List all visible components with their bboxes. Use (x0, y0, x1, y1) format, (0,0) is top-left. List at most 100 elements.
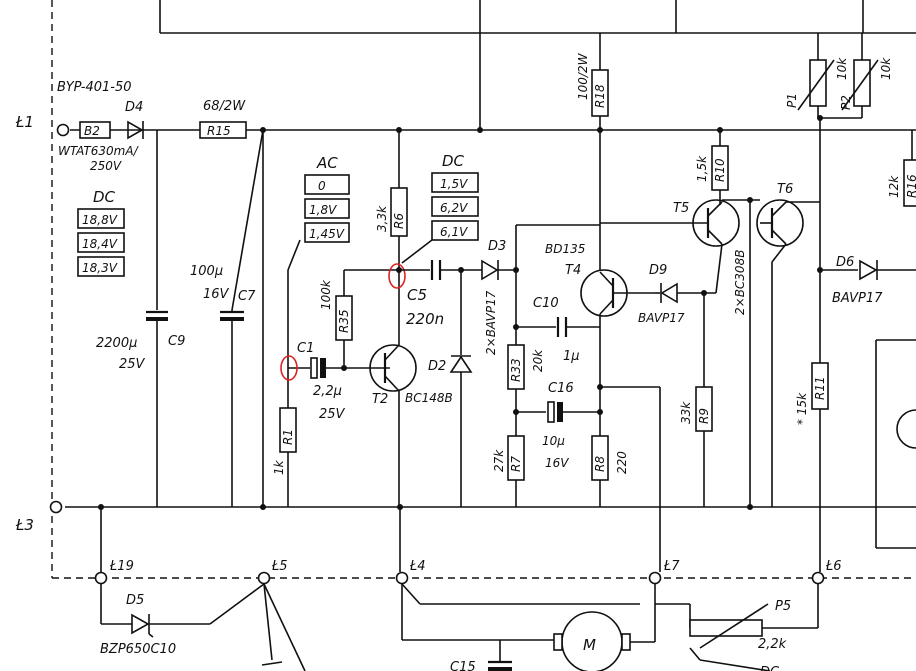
r9-label: R9 (697, 408, 711, 424)
left-dc-value-2: 18,4V (82, 237, 118, 251)
fuse-type-label: BYP-401-50 (57, 80, 132, 95)
r9-value-label: 33k (679, 401, 693, 424)
diode-d4 (127, 120, 144, 140)
terminal-t1[interactable] (56, 123, 70, 137)
t56-type-label: 2×BC308B (733, 250, 747, 315)
d3-label: D3 (488, 239, 506, 254)
dc-value-3: 6,1V (440, 225, 468, 239)
dc-title: DC (442, 152, 465, 170)
dc-box-1 (431, 172, 479, 193)
ac-value-3: 1,45V (309, 227, 345, 241)
capacitor-c1 (310, 357, 318, 379)
terminal-t4[interactable] (395, 571, 409, 585)
d6-label: D6 (836, 255, 854, 270)
r15-value-label: 68/2W (203, 99, 246, 114)
ac-title: AC (316, 154, 338, 172)
c1-value-label: 2,2µ (313, 384, 342, 399)
d2-label: D2 (428, 359, 446, 374)
c9-value-label: 2200µ (96, 336, 137, 351)
c5-value-label: 220n (406, 310, 444, 328)
r15-label: R15 (207, 124, 231, 138)
diode-d6 (859, 259, 878, 281)
p5-label: P5 (775, 599, 791, 614)
r11-value-label: * 15k (795, 392, 809, 425)
c9-voltage-label: 25V (119, 357, 146, 372)
left-dc-value-1: 18,8V (82, 213, 118, 227)
p5-value-label: 2,2k (758, 637, 787, 652)
r8-label: R8 (593, 456, 607, 472)
r1-value-label: 1k (272, 459, 286, 475)
capacitor-c16 (547, 401, 555, 423)
c10-label: C10 (533, 296, 559, 311)
left-dc-value-3: 18,3V (82, 261, 118, 275)
zener-d5 (131, 613, 150, 635)
terminal-t3[interactable] (49, 500, 63, 514)
transistor-t2 (369, 344, 417, 392)
p1-value-label: 10k (835, 57, 849, 80)
transistor-t6 (756, 199, 804, 247)
r33-label: R33 (509, 358, 523, 382)
c10-value-label: 1µ (563, 349, 580, 364)
r33-value-label: 20k (531, 349, 545, 372)
r6-value-label: 3,3k (375, 205, 389, 232)
c7-voltage-label: 16V (203, 287, 230, 302)
r10-label: R10 (713, 158, 727, 182)
t2-label: T2 (372, 392, 388, 407)
dc-box-3 (431, 220, 479, 241)
ac-box-3 (304, 222, 350, 243)
c7-label: C7 (238, 289, 256, 304)
d5-label: D5 (126, 593, 144, 608)
d5-type-label: BZP650C10 (100, 642, 176, 657)
dc-value-2: 6,2V (440, 201, 468, 215)
motor-label: M (583, 636, 596, 654)
terminal-t19-label: Ł19 (109, 559, 134, 574)
ac-value-2: 1,8V (309, 203, 337, 217)
p2-value-label: 10k (879, 57, 893, 80)
fuse-voltage-label: 250V (90, 159, 122, 173)
terminal-t5-label: Ł5 (271, 559, 288, 574)
probe-mark-t2-collector (388, 263, 406, 289)
t4-type-label: BD135 (545, 242, 585, 256)
t4-label: T4 (565, 263, 581, 278)
ac-value-1: 0 (318, 179, 326, 193)
terminal-t3-label: Ł3 (15, 516, 34, 534)
left-dc-title: DC (93, 188, 116, 206)
potentiometer-p5 (689, 619, 763, 637)
d3-type-label: 2×BAVP17 (484, 290, 498, 355)
terminal-t5[interactable] (257, 571, 271, 585)
d9-label: D9 (649, 263, 667, 278)
r16-value-label: 12k (887, 175, 901, 198)
left-dc-box-2 (77, 232, 125, 253)
c16-voltage-label: 16V (545, 456, 569, 470)
ac-box-1 (304, 174, 350, 195)
dc-cut-label: DC (760, 665, 780, 671)
t5-label: T5 (673, 201, 689, 216)
ac-box-2 (304, 198, 350, 219)
d4-label: D4 (125, 100, 143, 115)
c9-label: C9 (168, 334, 185, 349)
fuse-rating-label: WTAT630mA/ (58, 144, 140, 158)
r6-label: R6 (392, 213, 406, 229)
c15-label: C15 (450, 660, 476, 671)
r35-label: R35 (337, 309, 351, 333)
terminal-t4-label: Ł4 (409, 559, 426, 574)
terminal-t19[interactable] (94, 571, 108, 585)
r7-value-label: 27k (492, 449, 506, 472)
left-dc-box-3 (77, 256, 125, 277)
r7-label: R7 (509, 456, 523, 472)
dc-value-1: 1,5V (440, 177, 468, 191)
r1-label: R1 (281, 429, 295, 445)
terminal-t1-label: Ł1 (15, 113, 34, 131)
r8-value-label: 220 (615, 451, 629, 474)
terminal-t7[interactable] (648, 571, 662, 585)
fuse-b2-label: B2 (84, 124, 100, 138)
r18-label: R18 (593, 84, 607, 108)
t2-type-label: BC148B (405, 391, 453, 405)
c1-label: C1 (297, 341, 314, 356)
dc-box-2 (431, 196, 479, 217)
probe-mark-c1 (280, 355, 298, 381)
c16-label: C16 (548, 381, 574, 396)
r11-label: R11 (813, 376, 827, 400)
terminal-t6[interactable] (811, 571, 825, 585)
